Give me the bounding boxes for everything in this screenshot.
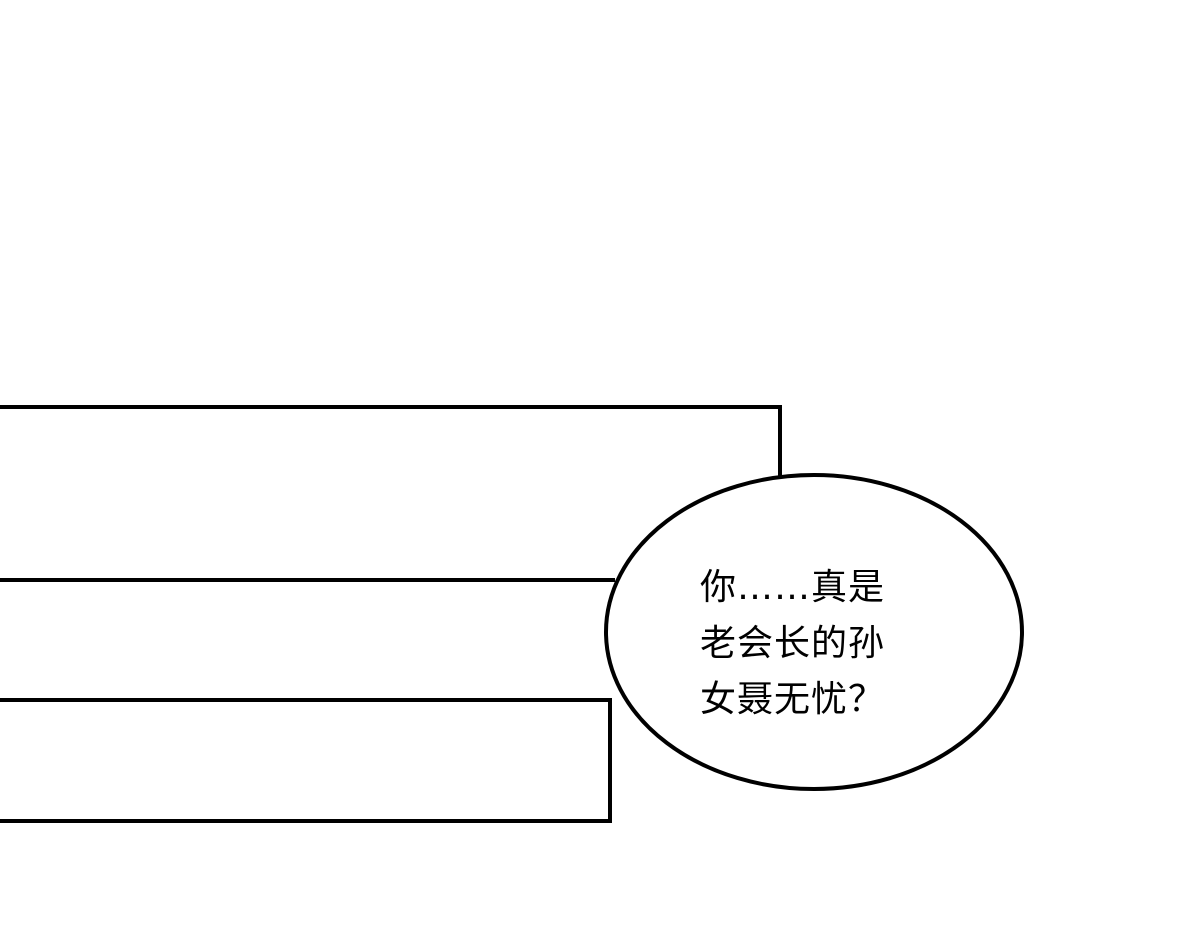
frame-top [0, 405, 782, 478]
speech-bubble [604, 473, 1024, 791]
speech-bubble-text: 你……真是 老会长的孙 女聂无忧？ [700, 560, 940, 728]
speech-line-3: 女聂无忧？ [700, 679, 886, 720]
speech-line-1: 你……真是 [700, 567, 886, 608]
frame-bottom [0, 698, 612, 823]
speech-line-2: 老会长的孙 [700, 623, 886, 664]
